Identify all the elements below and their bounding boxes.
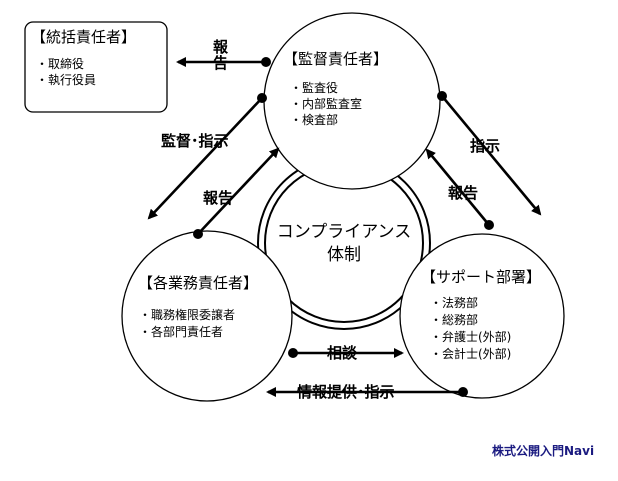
center-title-line2: 体制 xyxy=(327,245,361,265)
support-item-1: ・法務部 xyxy=(430,296,479,310)
label-info-instruct: 情報提供･指示 xyxy=(297,383,395,401)
label-report-left: 報告 xyxy=(203,189,234,207)
label-consult: 相談 xyxy=(327,344,358,362)
support-item-3: ・弁護士(外部) xyxy=(430,330,512,344)
governance-item-2: ・執行役員 xyxy=(36,73,97,87)
support-circle xyxy=(399,233,565,399)
support-item-4: ・会計士(外部) xyxy=(430,347,512,361)
arrow-instruct-to-support xyxy=(440,95,542,216)
business-item-1: ・職務権限委譲者 xyxy=(139,308,236,322)
label-supervise-instruct: 監督･指示 xyxy=(161,132,229,150)
supervision-item-1: ・監査役 xyxy=(290,81,339,95)
brand-credit: 株式公開入門Navi xyxy=(492,444,595,458)
business-title: 【各業務責任者】 xyxy=(138,274,259,292)
arrow-report-to-supervision xyxy=(197,147,280,235)
supervision-item-3: ・検査部 xyxy=(290,113,339,127)
center-title-line1: コンプライアンス xyxy=(276,222,412,242)
supervision-item-2: ・内部監査室 xyxy=(290,97,363,111)
supervision-title: 【監督責任者】 xyxy=(283,50,389,68)
arrow-report-from-support xyxy=(425,148,491,226)
arrow-lines xyxy=(147,57,542,397)
label-report-right: 報告 xyxy=(448,184,479,202)
business-circle xyxy=(121,230,293,402)
label-report-top: 報告 xyxy=(211,39,229,71)
governance-title: 【統括責任者】 xyxy=(31,28,137,46)
governance-item-1: ・取締役 xyxy=(36,57,85,71)
arrow-supervise-to-business xyxy=(147,97,263,220)
arrow-origin-dots xyxy=(193,57,494,397)
support-title: 【サポート部署】 xyxy=(421,268,542,286)
business-item-2: ・各部門責任者 xyxy=(139,325,224,339)
governance-box xyxy=(24,21,168,113)
support-item-2: ・総務部 xyxy=(430,313,479,327)
label-instruct-right: 指示 xyxy=(470,137,501,155)
